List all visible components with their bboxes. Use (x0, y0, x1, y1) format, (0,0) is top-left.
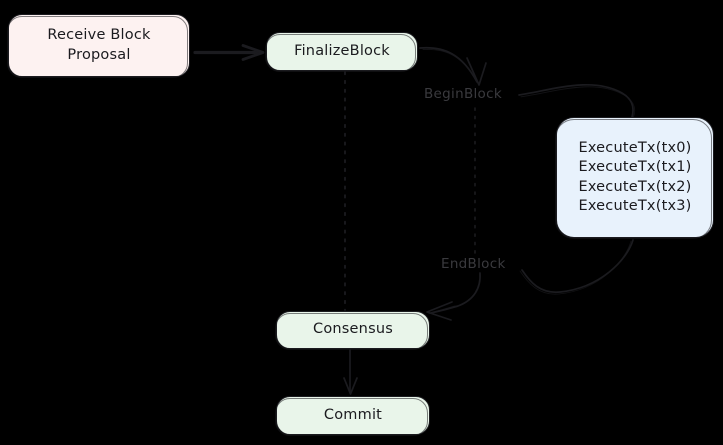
edge-proposal-to-finalize (193, 44, 265, 61)
node-label-line: ExecuteTx(tx3) (578, 197, 692, 214)
edge-label-end-block: EndBlock (441, 256, 506, 272)
node-finalize-block[interactable]: FinalizeBlock (265, 32, 418, 72)
edge-label-begin-block: BeginBlock (424, 86, 502, 102)
node-label-line: Proposal (67, 46, 131, 63)
node-label-line: FinalizeBlock (294, 42, 390, 59)
edge-beginblock-to-executetxs (518, 83, 636, 119)
edge-executetxs-to-endblock (519, 239, 634, 295)
edge-endblock-to-consensus (426, 272, 481, 321)
node-execute-txs[interactable]: ExecuteTx(tx0) ExecuteTx(tx1) ExecuteTx(… (555, 117, 714, 239)
node-label-line: ExecuteTx(tx0) (578, 140, 692, 157)
node-consensus[interactable]: Consensus (275, 311, 430, 350)
node-commit[interactable]: Commit (275, 396, 430, 436)
edge-finalize-to-beginblock (419, 46, 487, 86)
node-label-line: Commit (323, 406, 383, 423)
node-label-line: ExecuteTx(tx1) (578, 159, 692, 176)
edge-consensus-to-commit (343, 349, 358, 395)
node-label-line: Receive Block (47, 27, 151, 44)
node-label-line: ExecuteTx(tx2) (578, 178, 692, 195)
node-receive-block-proposal[interactable]: Receive Block Proposal (7, 14, 190, 78)
node-label-line: Consensus (313, 321, 393, 338)
